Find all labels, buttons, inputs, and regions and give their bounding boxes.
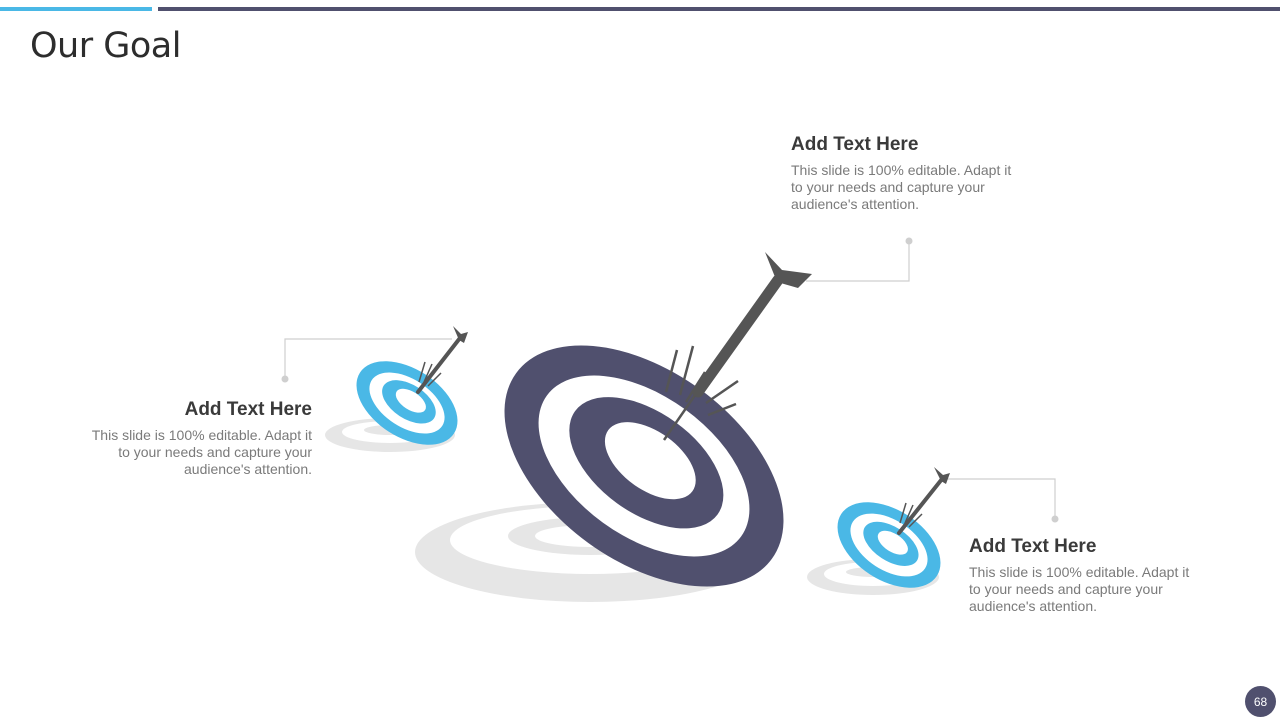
text-block-right: Add Text Here This slide is 100% editabl… [969,536,1199,615]
small-target-right-icon [837,502,941,588]
text-block-heading: Add Text Here [969,536,1097,557]
connector-dots [281,237,1059,523]
large-target-icon [504,345,784,587]
text-block-heading: Add Text Here [791,134,919,155]
text-block-body: This slide is 100% editable. Adapt it to… [91,427,312,477]
page-number-badge: 68 [1245,686,1276,717]
text-block-left: Add Text Here This slide is 100% editabl… [82,399,312,478]
small-dart-right-icon [897,467,950,535]
text-block-top: Add Text Here This slide is 100% editabl… [791,134,1021,213]
header-bar [158,7,1280,11]
text-block-heading: Add Text Here [184,399,312,420]
small-dart-left-icon [416,326,468,394]
text-block-body: This slide is 100% editable. Adapt it to… [969,564,1190,614]
text-block-body: This slide is 100% editable. Adapt it to… [791,162,1012,212]
connector-lines [284,241,1056,519]
slide-title: Our Goal [30,26,181,66]
large-dart-icon [662,252,812,441]
header-accent-bar [0,7,152,11]
